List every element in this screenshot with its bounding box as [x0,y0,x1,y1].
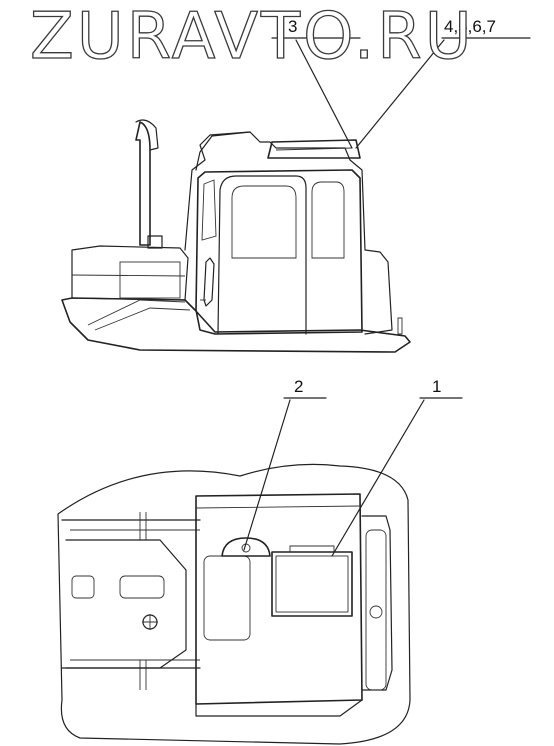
leader-4567 [355,39,445,149]
plan-hatch-front [119,575,165,599]
side-front-window [201,179,217,241]
door-window [231,185,297,259]
plan-engine-deck [65,539,187,669]
leader-2 [243,399,291,551]
leader-1 [331,399,425,557]
side-body-line [71,274,186,277]
callout-3: 3 [288,17,297,36]
plan-hatch-2 [221,537,271,557]
callout-1: 1 [432,377,441,396]
plan-right-cap [369,605,383,619]
plan-roof-hatch-1 [271,551,353,617]
plan-roof-hatch-inner [275,555,349,613]
side-rear-window [311,181,345,259]
cab-door [217,175,307,335]
exhaust-pipe [135,121,151,246]
side-track-base [61,297,411,353]
side-panel [119,261,181,299]
leader-3 [295,39,353,149]
exhaust-base [147,235,163,249]
callout-leaders [243,37,531,557]
plan-filler-cross [142,614,158,630]
rear-post [397,317,403,335]
plan-roof-hatch-hinge [289,545,335,552]
grab-handle [203,257,215,307]
roof-hatch [267,139,361,159]
plan-view [57,463,411,745]
side-view [61,119,411,353]
plan-outline [57,463,411,745]
plan-bottom-step [195,699,363,717]
plan-cab [195,493,363,705]
plan-track-left [61,519,201,669]
callout-2: 2 [294,377,303,396]
plan-door-window [203,555,251,641]
plan-hatch-side [71,575,95,599]
roof-hatch-line [275,147,353,151]
side-body [71,245,189,301]
cab-body [195,169,363,335]
plan-right-panel [361,515,393,691]
side-strut [87,299,186,326]
callout-4567: 4,5,6,7 [444,17,496,36]
exhaust-cap [135,119,159,151]
watermark-logo: ZURAVTO.RU [29,0,475,74]
plan-right-rail [365,529,387,691]
plan-track-marks [139,512,147,690]
roof-edge [195,131,251,171]
side-strut-2 [94,307,191,331]
plan-track-inner [70,529,200,661]
plan-cab-rail [195,505,361,509]
